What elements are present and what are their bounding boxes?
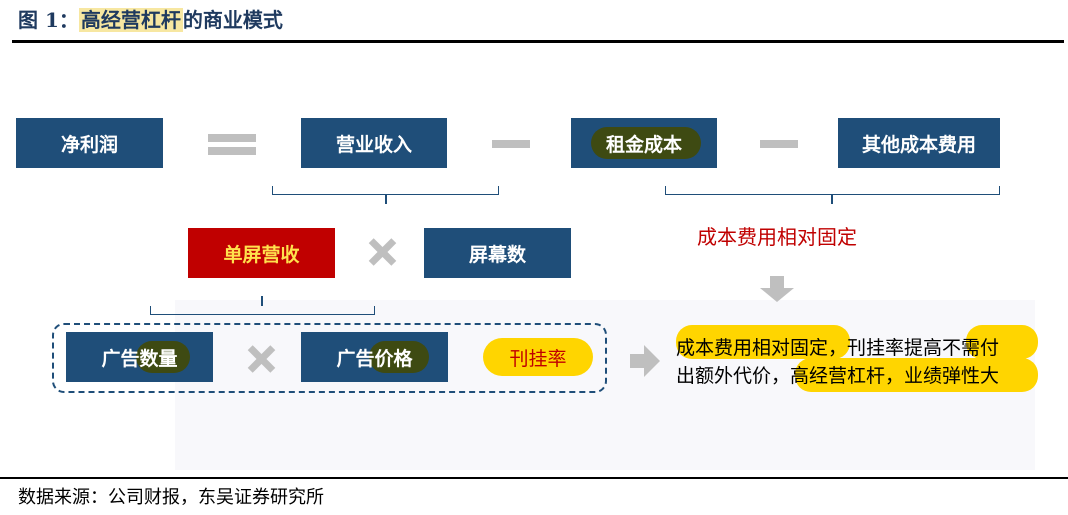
conclusion-highlight-2 — [966, 325, 1038, 359]
revenue-label: 营业收入 — [335, 133, 412, 156]
per-screen-revenue-label: 单屏营收 — [223, 243, 300, 266]
conclusion-highlight-1 — [676, 325, 850, 359]
source-note: 数据来源：公司财报，东吴证券研究所 — [18, 487, 324, 508]
top-rule — [12, 40, 1064, 43]
ad-price-box: 广告价格 — [301, 332, 448, 382]
screen-count-label: 屏幕数 — [468, 243, 526, 266]
rent-cost-label: 租金成本 — [605, 133, 682, 156]
rent-cost-box: 租金成本 — [571, 118, 717, 168]
rent-cost-highlight — [591, 127, 701, 159]
revenue-box: 营业收入 — [301, 118, 447, 168]
ad-price-label: 广告价格 — [336, 344, 412, 371]
revenue-drivers-group — [52, 323, 607, 393]
ad-quantity-box: 广告数量 — [66, 332, 213, 382]
ad-quantity-label: 广告数量 — [101, 344, 177, 371]
conclusion-line-2: 出额外代价，高经营杠杆，业绩弹性大 — [676, 365, 1000, 387]
cost-brace — [665, 186, 1000, 195]
per-screen-revenue-box: 单屏营收 — [188, 228, 335, 278]
figure-title: 图 1：高经营杠杆的商业模式 — [18, 6, 283, 34]
figure-title-suffix: 的商业模式 — [182, 8, 283, 32]
revenue-brace-tick — [385, 194, 387, 204]
other-costs-label: 其他成本费用 — [861, 133, 976, 156]
multiply-icon-2 — [247, 345, 276, 373]
ad-price-label-suffix: 价格 — [374, 347, 413, 370]
conclusion-text: 成本费用相对固定，刊挂率提高不需付 出额外代价，高经营杠杆，业绩弹性大 — [676, 334, 999, 390]
right-arrow-icon — [630, 345, 660, 377]
figure-title-highlight: 高经营杠杆 — [78, 8, 183, 32]
ad-quantity-label-suffix: 数量 — [139, 347, 178, 370]
placement-rate-pill: 刊挂率 — [483, 338, 593, 376]
net-profit-box: 净利润 — [16, 118, 163, 168]
other-costs-box: 其他成本费用 — [838, 118, 1000, 168]
multiply-icon — [368, 238, 397, 266]
fixed-costs-label: 成本费用相对固定 — [697, 225, 857, 249]
net-profit-label: 净利润 — [60, 133, 118, 156]
per-screen-brace — [150, 306, 375, 315]
cost-brace-tick — [831, 194, 833, 204]
conclusion-line-1: 成本费用相对固定，刊挂率提高不需付 — [676, 337, 1000, 359]
ad-quantity-highlight — [136, 341, 190, 373]
minus-icon — [492, 140, 530, 148]
placement-rate-label: 刊挂率 — [509, 347, 567, 370]
minus-icon-2 — [760, 140, 798, 148]
screen-count-box: 屏幕数 — [424, 228, 571, 278]
ad-price-highlight — [369, 341, 429, 373]
bottom-rule — [0, 477, 1068, 479]
ad-price-label-prefix: 广告 — [336, 347, 375, 370]
ad-quantity-label-prefix: 广告 — [101, 347, 140, 370]
figure-title-prefix: 图 1： — [18, 8, 79, 32]
per-screen-brace-tick — [261, 296, 263, 306]
conclusion-highlight-3 — [795, 358, 1038, 392]
down-arrow-icon — [760, 276, 794, 304]
